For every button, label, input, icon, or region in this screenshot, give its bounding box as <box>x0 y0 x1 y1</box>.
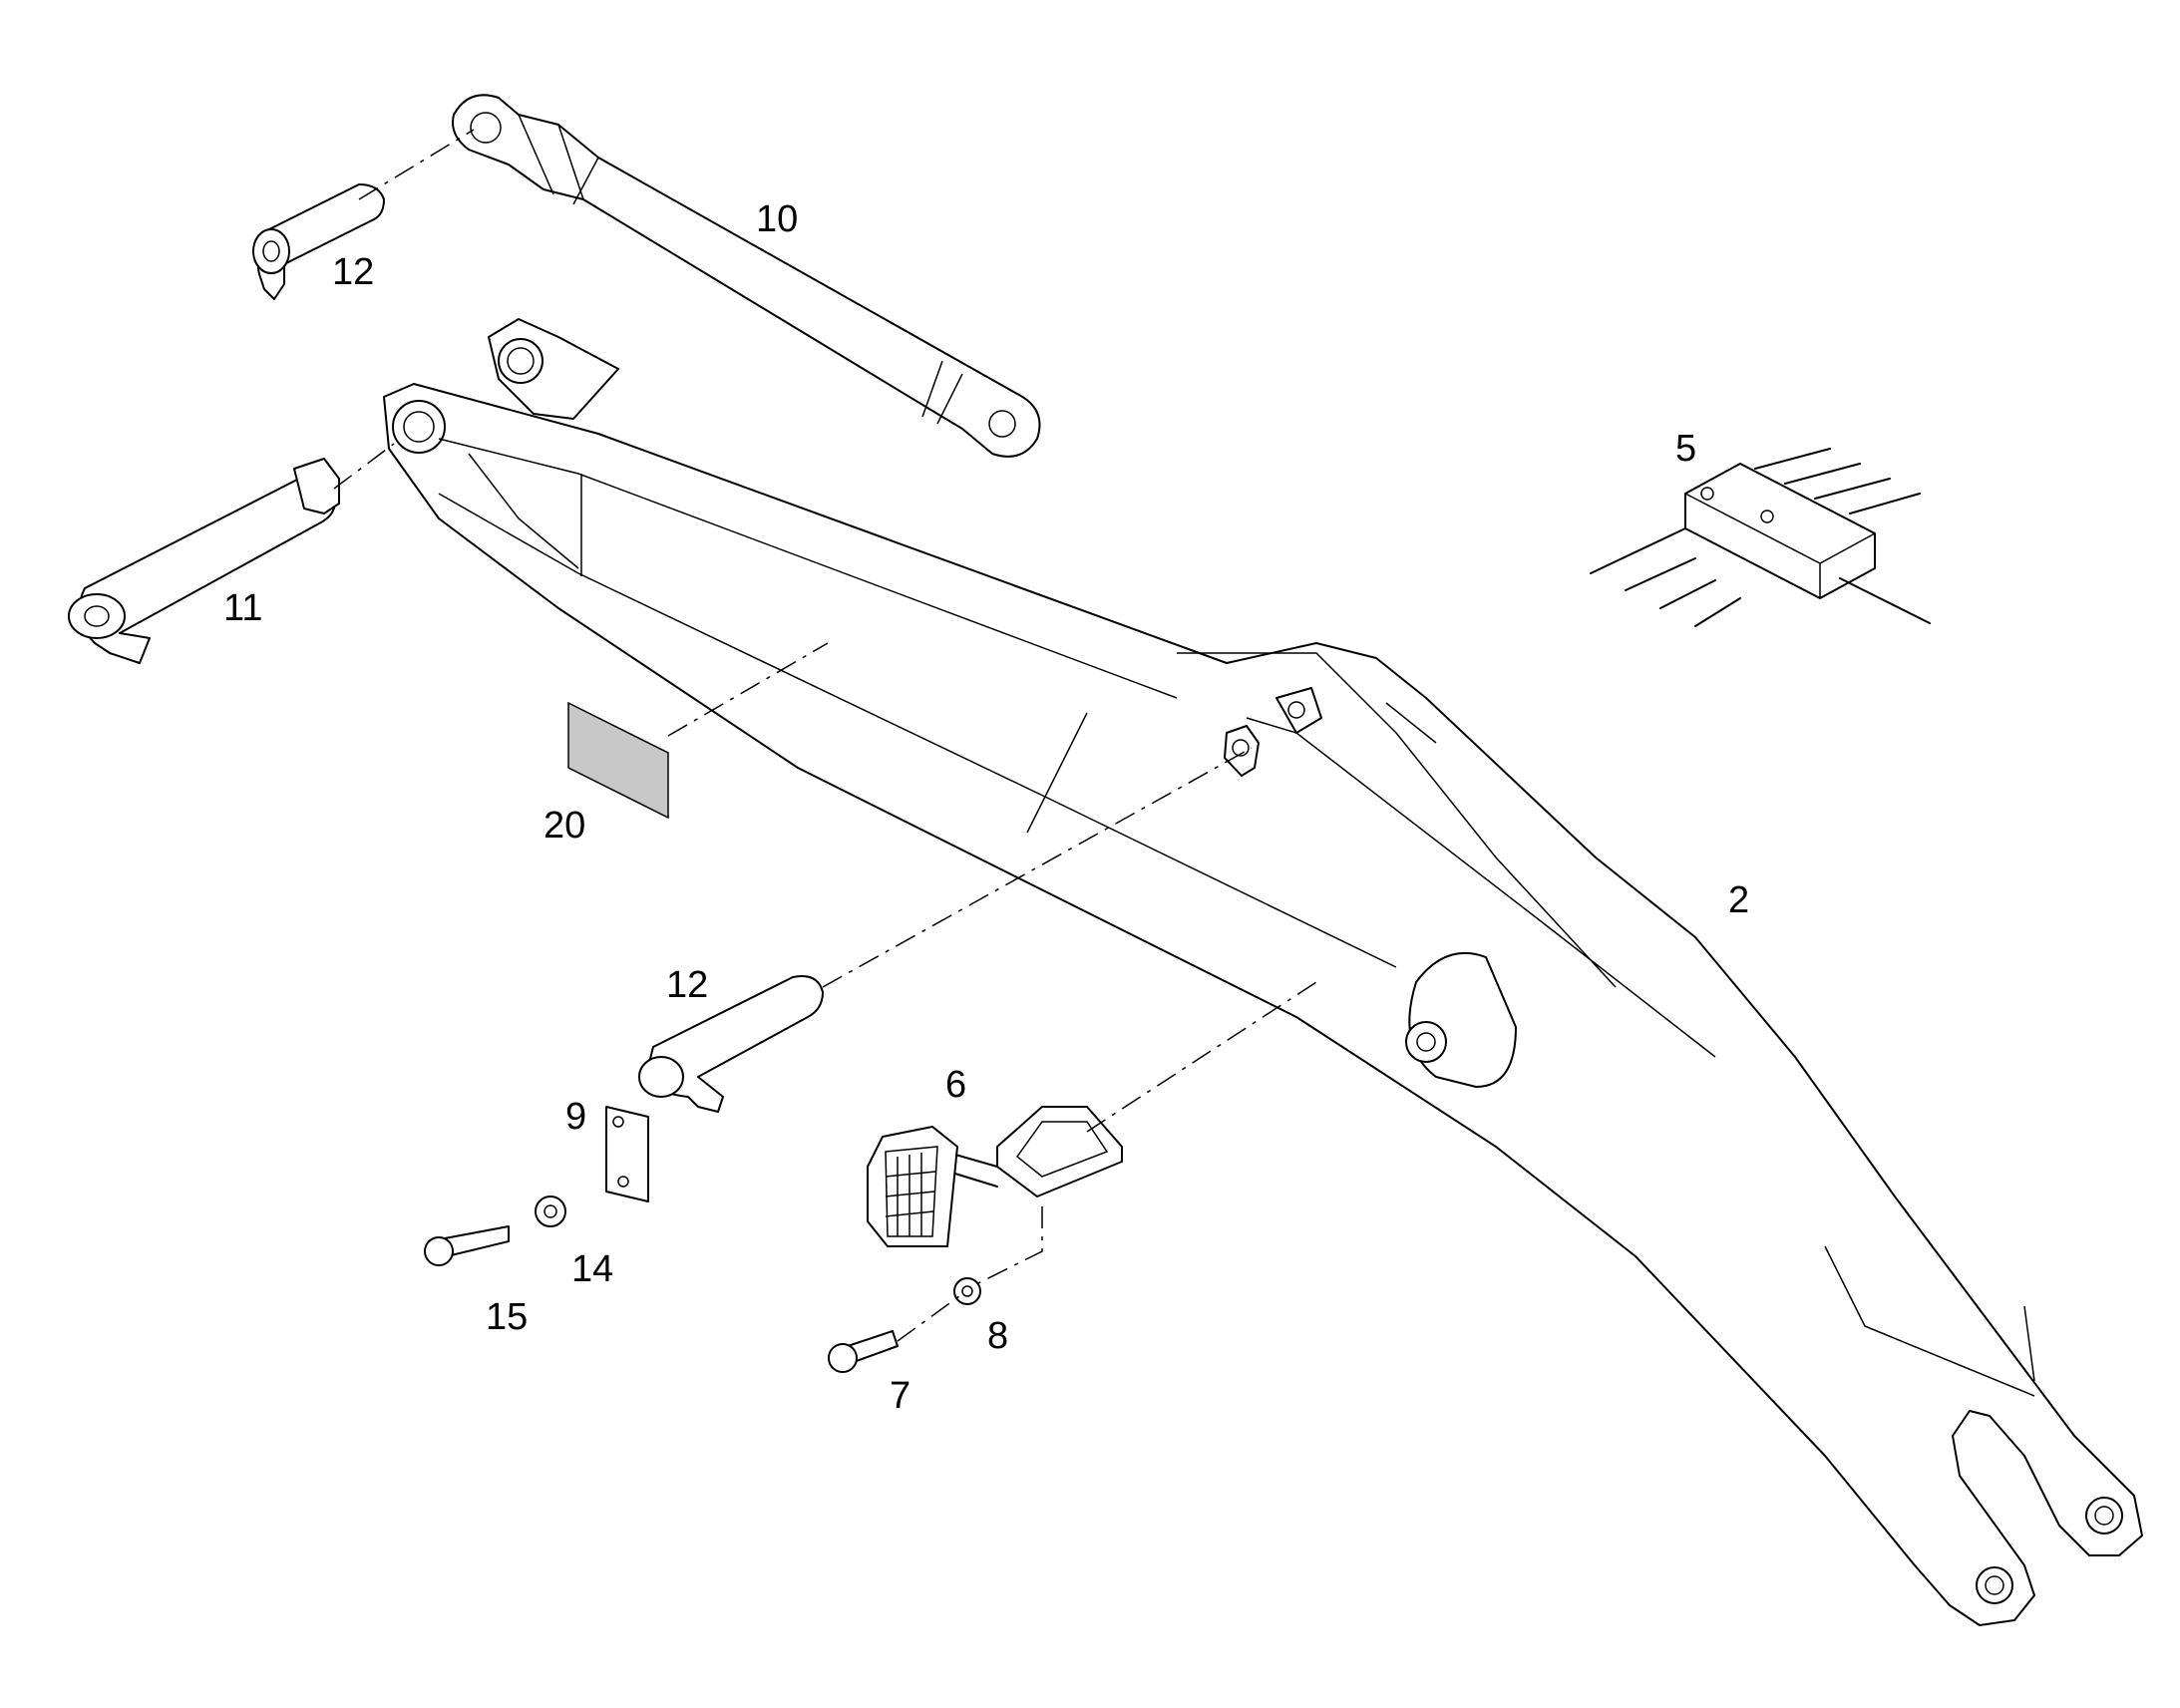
valve-block <box>1590 448 1931 627</box>
callout-2: 2 <box>1728 879 1749 921</box>
pin-top <box>252 183 385 300</box>
callout-5: 5 <box>1675 428 1696 470</box>
pin-with-nut <box>68 458 340 664</box>
boom-arm <box>383 318 2143 1626</box>
washer-8 <box>953 1277 981 1305</box>
hydraulic-cylinder <box>452 94 1041 458</box>
callout-7: 7 <box>890 1375 910 1417</box>
callout-12-top: 12 <box>332 251 374 293</box>
callout-14: 14 <box>571 1248 613 1290</box>
callout-12-lower: 12 <box>666 964 708 1006</box>
callouts: 10 12 11 5 20 2 12 6 9 14 15 8 7 <box>223 198 1749 1417</box>
callout-9: 9 <box>565 1096 586 1138</box>
washer-14 <box>535 1196 566 1227</box>
callout-6: 6 <box>945 1064 966 1106</box>
callout-20: 20 <box>544 805 585 847</box>
callout-11: 11 <box>223 587 262 629</box>
assembly-lines <box>333 129 1317 1342</box>
decal-label <box>567 701 669 820</box>
step-bracket <box>867 1106 1123 1247</box>
callout-10: 10 <box>756 198 798 240</box>
callout-15: 15 <box>486 1296 528 1338</box>
bolt-7 <box>828 1330 899 1373</box>
callout-8: 8 <box>987 1315 1008 1357</box>
bolt-15 <box>424 1225 510 1266</box>
plate <box>605 1106 649 1202</box>
pin-lower <box>638 975 824 1113</box>
